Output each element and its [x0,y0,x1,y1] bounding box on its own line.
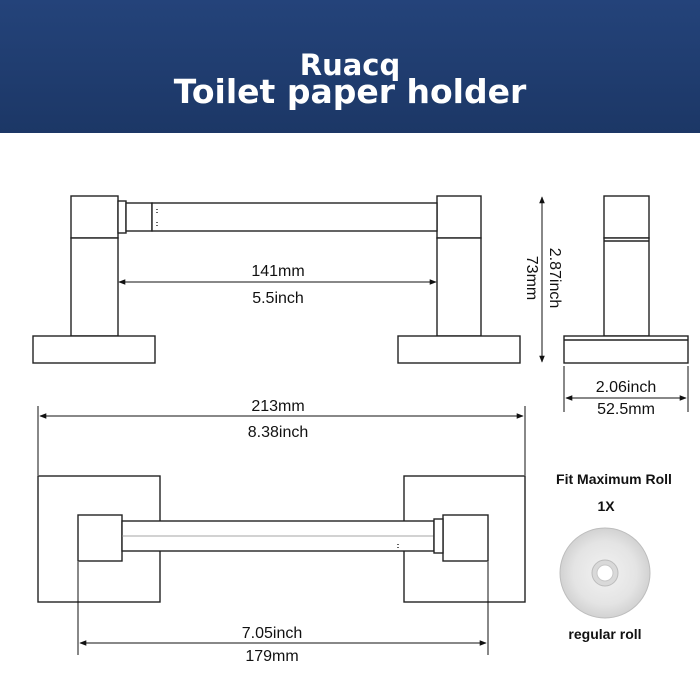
top-overall-width-mm: 213mm [251,398,304,415]
right-base-plate [397,335,521,364]
top-bar-width-mm: 179mm [245,648,298,665]
left-base-plate [32,335,156,364]
front-view [32,195,521,364]
top-overall-width-inch: 8.38inch [248,424,309,441]
roll-caption: regular roll [568,626,641,642]
side-post-body [603,237,650,337]
top-bar-width-inch: 7.05inch [242,625,303,642]
side-post-cap [603,195,650,239]
top-bar-end [433,518,444,554]
right-post-body [436,237,482,337]
roll-hole [596,564,614,582]
left-arm [77,514,123,562]
side-height-inch: 2.87inch [546,248,563,309]
side-height-mm: 73mm [523,256,540,300]
front-bar-collar [117,200,127,234]
left-post-body [70,237,119,337]
side-depth-mm: 52.5mm [597,401,655,418]
dimension-drawing: 141mm 5.5inch 2.87inch 73mm 2.06inch 52.… [32,195,689,665]
right-arm [442,514,489,562]
product-title: Toilet paper holder [173,72,527,111]
front-inner-width-mm: 141mm [251,263,304,280]
brand-name: Ruacq [299,48,401,82]
front-bar [151,202,438,232]
front-bar-end [125,202,153,232]
side-depth-inch: 2.06inch [596,379,657,396]
left-post-cap [70,195,119,239]
front-inner-width-inch: 5.5inch [252,290,304,307]
right-post-cap [436,195,482,239]
roll-quantity: 1X [597,498,615,514]
top-view [37,475,526,603]
side-view [563,195,689,364]
roll-heading: Fit Maximum Roll [556,471,672,487]
title-banner: Ruacq Toilet paper holder [0,0,700,133]
